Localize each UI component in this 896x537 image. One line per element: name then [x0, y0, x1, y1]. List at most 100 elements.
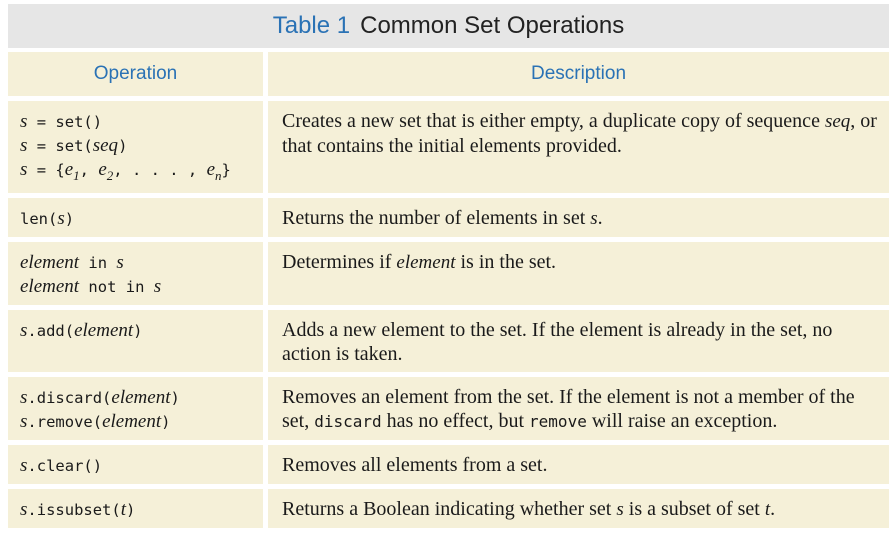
italic-text: s	[20, 320, 27, 341]
text-segment: , or that contains the initial elements …	[282, 110, 877, 157]
italic-text: e1	[65, 159, 80, 183]
code-text: )	[133, 322, 142, 340]
text: Determines if	[282, 251, 396, 273]
text-segment: s	[590, 207, 598, 229]
operation-line: s.add(element)	[20, 319, 259, 343]
text-segment: ,	[79, 161, 99, 179]
italic-text: s	[590, 208, 597, 229]
italic-text: t	[121, 499, 126, 520]
operation-line: len(s)	[20, 207, 259, 231]
subscript: n	[215, 167, 222, 183]
code-text: .remove(	[27, 413, 102, 431]
italic-text: t	[765, 499, 770, 520]
operation-line: s.remove(element)	[20, 410, 259, 434]
text-segment: = {	[27, 161, 65, 179]
text-segment: )	[64, 209, 75, 228]
italic-text: s	[20, 159, 27, 180]
text-segment: s	[20, 111, 28, 132]
text: has no effect, but	[382, 410, 529, 432]
table-row: len(s)Returns the number of elements in …	[8, 197, 889, 242]
text-segment: )	[126, 500, 136, 519]
text-segment: s	[20, 386, 28, 408]
table-number: Table 1	[272, 12, 351, 39]
text: .	[598, 207, 603, 229]
italic-text: s	[154, 276, 161, 297]
text-segment: Creates a new set that is either empty, …	[282, 110, 825, 132]
description-cell: Returns a Boolean indicating whether set…	[268, 488, 889, 533]
text: , or that contains the initial elements …	[282, 110, 877, 157]
text-segment: remove	[529, 411, 587, 431]
text-segment: s	[20, 454, 28, 476]
text-segment: )	[118, 137, 128, 155]
text-segment: has no effect, but	[381, 409, 530, 432]
code-text: = set()	[27, 113, 102, 131]
text-segment: element	[102, 410, 162, 432]
text-segment: Returns the number of elements in set	[282, 206, 591, 229]
italic-text: element	[111, 387, 170, 408]
text-segment: s	[20, 498, 28, 520]
code-text: )	[118, 137, 127, 155]
text-segment: e	[98, 159, 107, 180]
text: Removes all elements from a set.	[282, 454, 547, 476]
text-segment: is a subset of set	[623, 497, 765, 520]
text-segment: = set(	[27, 137, 93, 155]
code-text: , . . . ,	[113, 161, 206, 179]
operation-line: s = set()	[20, 110, 259, 134]
operation-cell: s.clear()	[8, 444, 268, 489]
text-segment: .remove(	[27, 412, 103, 431]
text-segment: len(	[20, 209, 58, 228]
code-text: )	[126, 501, 135, 519]
operation-line: s = set(seq)	[20, 134, 259, 158]
text-segment: .issubset(	[27, 500, 121, 519]
italic-text: s	[20, 499, 27, 520]
operation-line: s.clear()	[20, 454, 259, 478]
italic-text: s	[616, 499, 623, 520]
text-segment: t	[764, 498, 771, 520]
text-segment: element	[396, 251, 456, 273]
italic-text: s	[20, 411, 27, 432]
table-title-text: Common Set Operations	[360, 12, 625, 39]
italic-text: element	[396, 252, 455, 273]
text: is a subset of set	[624, 498, 765, 520]
italic-text: e2	[98, 159, 113, 183]
text-segment: .add(	[27, 321, 75, 340]
code-text: .issubset(	[27, 501, 120, 519]
operation-cell: s.discard(element)s.remove(element)	[8, 376, 268, 445]
text-segment: in	[79, 253, 117, 272]
operation-header: Operation	[8, 52, 268, 101]
table-body: s = set()s = set(seq)s = {e1, e2, . . . …	[8, 101, 889, 533]
text-segment: .discard(	[27, 388, 112, 407]
italic-text: s	[57, 208, 64, 229]
text: will raise an exception.	[587, 410, 778, 432]
code-text: discard	[314, 412, 381, 431]
subscript: 1	[73, 167, 80, 183]
operation-cell: len(s)	[8, 197, 268, 242]
text-segment: s	[153, 275, 162, 297]
italic-text: element	[102, 411, 161, 432]
description-cell: Determines if element is in the set.	[268, 241, 889, 310]
text-segment: s	[20, 159, 28, 180]
code-text: = {	[27, 161, 65, 179]
italic-text: en	[207, 159, 222, 183]
text-segment: )	[170, 388, 180, 407]
operation-line: s.discard(element)	[20, 386, 259, 410]
set-operations-table: Operation Description s = set()s = set(s…	[8, 52, 889, 533]
text-segment: element	[111, 386, 171, 408]
text-segment: not in	[79, 277, 154, 296]
table-row: s.issubset(t)Returns a Boolean indicatin…	[8, 488, 889, 533]
text-segment: will raise an exception.	[586, 409, 778, 432]
code-text: in	[79, 254, 116, 272]
operation-line: s.issubset(t)	[20, 498, 259, 522]
operation-line: element in s	[20, 251, 259, 275]
italic-text: s	[20, 111, 27, 132]
code-text: .discard(	[27, 389, 111, 407]
table-row: s.add(element)Adds a new element to the …	[8, 309, 889, 377]
operation-line: element not in s	[20, 275, 259, 299]
table-row: s.discard(element)s.remove(element)Remov…	[8, 376, 889, 445]
italic-text: element	[74, 320, 133, 341]
text-segment: s	[20, 319, 28, 341]
description-cell: Removes an element from the set. If the …	[268, 376, 889, 445]
text: is in the set.	[455, 251, 556, 273]
